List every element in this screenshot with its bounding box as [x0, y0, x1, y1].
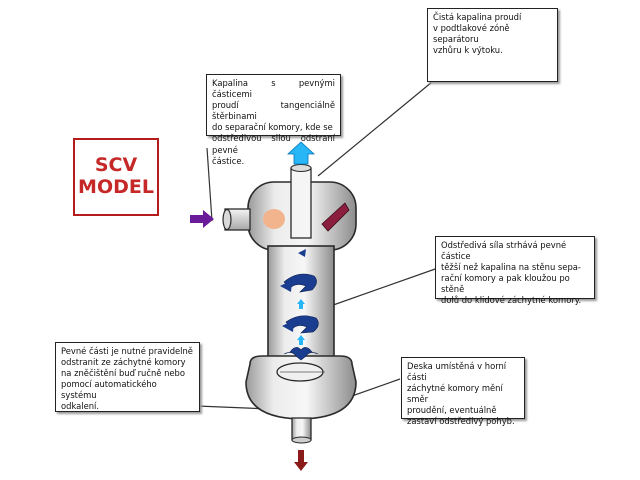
swirl-arrow-icon	[285, 315, 319, 334]
pointer-line-top-left	[206, 147, 213, 222]
inlet-slot	[263, 209, 285, 229]
swirl-arrow-small-icon	[298, 249, 306, 257]
up-arrow-small-icon	[297, 299, 305, 309]
pointer-line-mid-right	[321, 267, 439, 310]
outlet-tube	[290, 167, 312, 239]
drain-opening	[291, 436, 312, 444]
callout-tangential-inlet: Kapalina s pevnými částicemi proudí tang…	[206, 74, 341, 166]
swirl-arrow-icon	[283, 273, 317, 293]
callout-centrifugal-force: Odstředivá síla strhává pevné částice tě…	[435, 236, 595, 305]
callout-deflector-plate: Deska umístěná v horní části záchytné ko…	[401, 357, 525, 426]
outlet-opening	[290, 163, 312, 173]
outlet-arrow-icon	[286, 141, 316, 165]
scv-model-label: SCV MODEL	[73, 138, 159, 216]
inlet-opening	[222, 208, 232, 231]
swirl-arrowhead-icon	[280, 280, 292, 292]
tangential-slot-icon	[321, 202, 350, 232]
up-arrow-small-icon	[297, 335, 305, 345]
pointer-line-top-right	[317, 81, 433, 177]
split-arrow-icon	[283, 347, 319, 361]
callout-solids-removal: Pevné části je nutné pravidelně odstrani…	[55, 342, 200, 412]
inlet-arrow-icon	[190, 210, 214, 228]
swirl-arrows	[280, 249, 319, 361]
callout-clean-liquid-outlet: Čistá kapalina proudí v podtlakové zóně …	[427, 8, 558, 82]
swirl-arrowhead-icon	[282, 320, 294, 332]
drain-arrow-icon	[294, 450, 308, 471]
collection-chamber	[245, 355, 357, 420]
